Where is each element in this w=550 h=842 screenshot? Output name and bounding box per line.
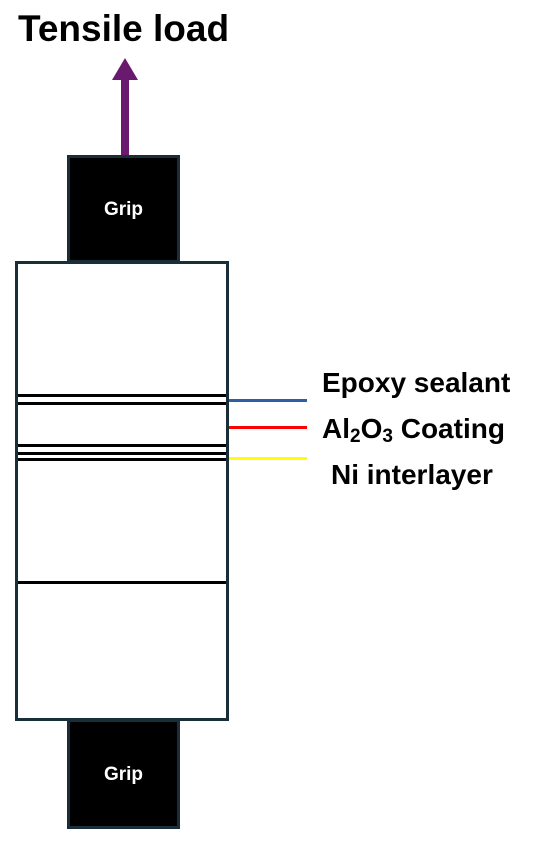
- bottom-grip: Grip: [67, 719, 180, 829]
- coating-callout-line: [229, 426, 307, 429]
- epoxy-layer-bottom-line: [18, 402, 226, 405]
- ni-interlayer-label: Ni interlayer: [331, 459, 493, 490]
- bottom-grip-label: Grip: [103, 763, 144, 785]
- coating-layer-mid-line: [18, 452, 226, 455]
- epoxy-callout-line: [229, 399, 307, 402]
- coating-layer-top-line: [18, 444, 226, 447]
- epoxy-sealant-label: Epoxy sealant: [322, 367, 511, 398]
- specimen-body: [15, 261, 229, 721]
- substrate-joint-line: [18, 581, 226, 584]
- epoxy-layer-top-line: [18, 394, 226, 397]
- interlayer-callout-line: [229, 457, 307, 460]
- top-grip-label: Grip: [103, 198, 144, 220]
- diagram-title: Tensile load: [18, 8, 230, 49]
- interlayer-line: [18, 458, 226, 461]
- al2o3-coating-label: Al2O3 Coating: [322, 413, 505, 447]
- top-grip: Grip: [67, 155, 180, 263]
